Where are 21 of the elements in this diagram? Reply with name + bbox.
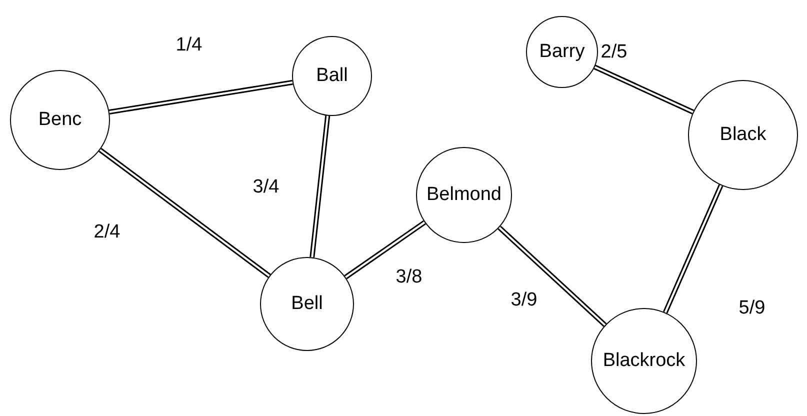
- edge-label: 3/4: [252, 178, 280, 196]
- node-label: Benc: [38, 108, 82, 132]
- node-label: Barry: [539, 40, 585, 64]
- double-line-connector: [344, 220, 426, 280]
- edge-label: 3/9: [510, 290, 538, 310]
- node-label: Blackrock: [602, 349, 686, 373]
- double-line-connector: [310, 115, 330, 258]
- double-line-connector: [498, 226, 607, 327]
- edge-label: 5/9: [738, 298, 766, 318]
- node-label: Ball: [316, 64, 348, 88]
- edge-label: 1/4: [176, 36, 202, 54]
- node-label: Bell: [291, 292, 323, 316]
- double-line-connector: [662, 184, 724, 314]
- node-label: Black: [720, 123, 766, 147]
- double-line-connector: [108, 80, 293, 114]
- edge-label: 2/4: [94, 222, 120, 242]
- double-line-connector: [98, 148, 271, 278]
- edge-label: 3/8: [396, 268, 422, 286]
- node-label: Belmond: [426, 183, 502, 207]
- edge-label: 2/5: [600, 42, 628, 62]
- double-line-connector: [594, 64, 694, 114]
